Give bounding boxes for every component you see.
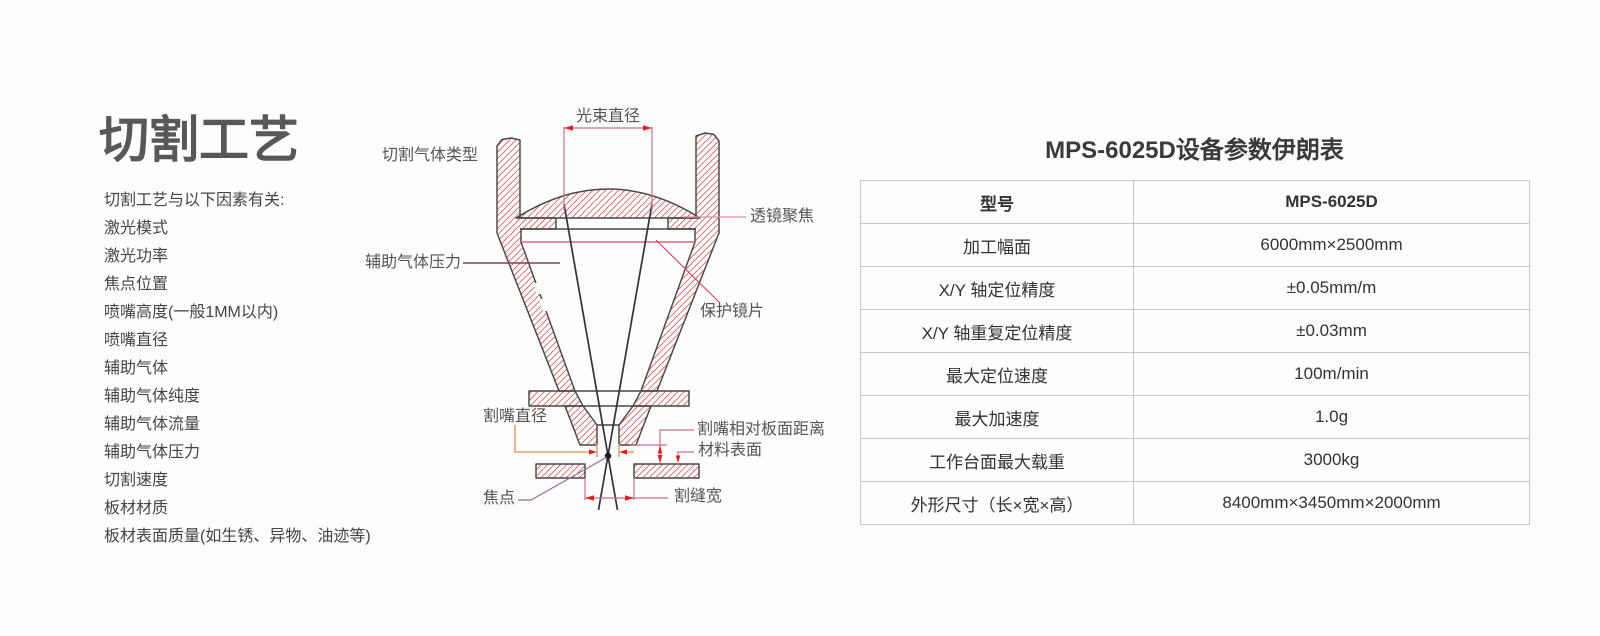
- factor-item: 焦点位置: [104, 276, 169, 293]
- break-band: [533, 283, 555, 294]
- factor-item: 辅助气体纯度: [104, 388, 201, 405]
- factor-list-intro: 切割工艺与以下因素有关:: [104, 192, 285, 209]
- spec-table-title: MPS-6025D设备参数伊朗表: [1045, 137, 1344, 164]
- spec-row: 外形尺寸（长×宽×高） 8400mm×3450mm×2000mm: [860, 481, 1530, 525]
- spec-table: 型号 MPS-6025D 加工幅面 6000mm×2500mm X/Y 轴定位精…: [860, 180, 1530, 525]
- nozzle-body-right: [640, 132, 720, 392]
- spec-param: 外形尺寸（长×宽×高）: [860, 481, 1134, 525]
- standoff-arrow-down: [657, 455, 663, 463]
- factor-item: 喷嘴高度(一般1MM以内): [104, 304, 279, 321]
- spec-header-row: 型号 MPS-6025D: [860, 180, 1530, 224]
- label-nozzle-to-plate-distance: 割嘴相对板面距离: [697, 421, 826, 438]
- label-nozzle-diameter: 割嘴直径: [483, 408, 548, 425]
- beam-dim-arrow-left: [564, 125, 573, 131]
- nozzle-dim-arrow-left: [589, 449, 597, 455]
- nozzle-tip-right: [618, 405, 652, 446]
- label-assist-gas-pressure: 辅助气体压力: [365, 254, 462, 271]
- spec-row: 最大加速度 1.0g: [860, 395, 1530, 439]
- spec-param: 最大加速度: [860, 395, 1134, 439]
- factor-item: 激光功率: [104, 248, 169, 265]
- lens-dome: [515, 188, 701, 219]
- spec-row: 工作台面最大载重 3000kg: [860, 438, 1530, 482]
- label-focus-point: 焦点: [483, 490, 516, 507]
- spec-param: X/Y 轴定位精度: [860, 266, 1134, 310]
- factor-item: 板材材质: [104, 500, 169, 517]
- spec-row: 加工幅面 6000mm×2500mm: [860, 223, 1530, 267]
- label-beam-diameter: 光束直径: [576, 108, 641, 125]
- spec-header-param: 型号: [860, 180, 1134, 224]
- beam-dim-arrow-right: [643, 125, 652, 131]
- material-surface-leader: [677, 451, 694, 456]
- spec-header-value: MPS-6025D: [1133, 180, 1530, 224]
- factor-item: 辅助气体压力: [104, 444, 201, 461]
- nozzle-dim-lead: [514, 425, 589, 453]
- spec-value: ±0.03mm: [1133, 309, 1530, 353]
- material-plate-left: [535, 463, 586, 479]
- label-protective-lens: 保护镜片: [700, 303, 765, 320]
- spec-param: X/Y 轴重复定位精度: [860, 309, 1134, 353]
- label-kerf-width: 割缝宽: [674, 488, 723, 505]
- page-title: 切割工艺: [99, 112, 299, 168]
- spec-value: ±0.05mm/m: [1133, 266, 1530, 310]
- spec-row: X/Y 轴重复定位精度 ±0.03mm: [860, 309, 1530, 353]
- material-surface-arrow: [675, 455, 681, 463]
- factor-item: 喷嘴直径: [104, 332, 169, 349]
- protective-lens-leader: [655, 239, 721, 304]
- nozzle-tip-left: [564, 405, 598, 446]
- spec-value: 100m/min: [1133, 352, 1530, 396]
- spec-row: X/Y 轴定位精度 ±0.05mm/m: [860, 266, 1530, 310]
- factor-item: 板材表面质量(如生锈、异物、油迹等): [104, 528, 371, 545]
- spec-value: 1.0g: [1133, 395, 1530, 439]
- nozzle-body-left: [496, 137, 576, 392]
- factor-list: 切割工艺与以下因素有关: 激光模式 激光功率 焦点位置 喷嘴高度(一般1MM以内…: [104, 187, 371, 551]
- factor-item: 辅助气体: [104, 360, 169, 377]
- spec-value: 8400mm×3450mm×2000mm: [1133, 481, 1530, 525]
- spec-value: 3000kg: [1133, 438, 1530, 482]
- break-band: [539, 299, 561, 311]
- focus-leader: [518, 456, 608, 501]
- label-material-surface: 材料表面: [698, 442, 763, 459]
- spec-row: 最大定位速度 100m/min: [860, 352, 1530, 396]
- spec-param: 最大定位速度: [860, 352, 1134, 396]
- spec-param: 工作台面最大载重: [860, 438, 1134, 482]
- factor-item: 辅助气体流量: [104, 416, 201, 433]
- label-lens-focus: 透镜聚焦: [750, 208, 815, 225]
- spec-param: 加工幅面: [860, 223, 1134, 267]
- kerf-arrow-right: [625, 495, 634, 501]
- label-cutting-gas-type: 切割气体类型: [382, 147, 479, 164]
- material-plate-right: [633, 463, 700, 479]
- standoff-arrow-up: [657, 445, 663, 454]
- kerf-arrow-left: [585, 495, 594, 501]
- factor-item: 激光模式: [104, 220, 169, 237]
- nozzle-flange: [528, 390, 690, 407]
- cutting-head-diagram: [463, 125, 746, 511]
- factor-item: 切割速度: [104, 472, 169, 489]
- nozzle-dim-arrow-right: [619, 449, 627, 455]
- spec-value: 6000mm×2500mm: [1133, 223, 1530, 267]
